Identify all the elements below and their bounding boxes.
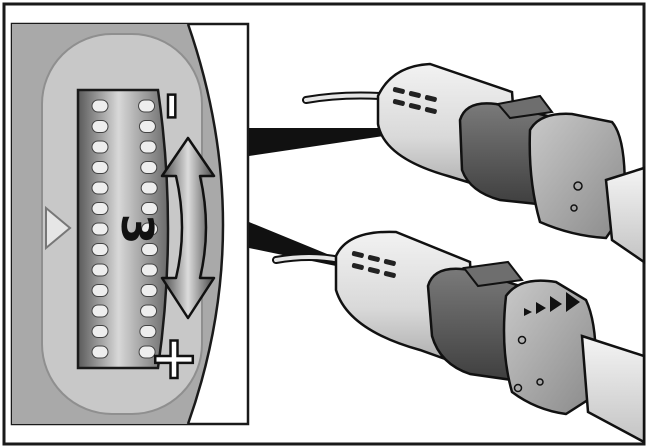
thumbwheel-ridge: [138, 120, 156, 133]
thumbwheel-ridge: [139, 325, 157, 338]
thumbwheel-ridge: [138, 345, 156, 359]
detail-panel: 3 – +: [10, 22, 250, 426]
tool-top-vents: [392, 87, 437, 114]
speed-setting-number: 3: [111, 214, 162, 245]
thumbwheel-ridge: [91, 120, 109, 133]
speed-thumbwheel[interactable]: 3: [76, 88, 170, 370]
thumbwheel-ridge: [91, 243, 109, 256]
tool-bottom: [272, 230, 646, 445]
thumbwheel-body[interactable]: [76, 88, 170, 370]
thumbwheel-ridge: [91, 304, 109, 318]
thumbwheel-ridge: [91, 140, 109, 154]
pointer-wedge-top: [249, 128, 384, 156]
thumbwheel-ridge: [140, 304, 158, 318]
thumbwheel-ridge: [140, 181, 158, 195]
thumbwheel-ridge: [91, 284, 109, 297]
thumbwheel-ridge: [91, 222, 109, 236]
plus-icon: +: [149, 323, 199, 393]
minus-icon: –: [142, 92, 210, 121]
tool-bottom-vents: [351, 251, 396, 278]
thumbwheel-ridge: [91, 99, 109, 113]
housing-edge: [186, 23, 225, 425]
tool-top-spindle: [604, 166, 646, 265]
tool-bottom-spindle: [580, 334, 646, 445]
thumbwheel-ridge: [91, 181, 109, 195]
thumbwheel-ridge: [140, 161, 158, 174]
triangle-marker-icon: [45, 205, 72, 251]
thumbwheel-ridges: [91, 99, 159, 359]
tool-top: [302, 62, 646, 265]
double-arrow-icon: [160, 136, 216, 320]
thumbwheel-ridge: [91, 202, 109, 215]
thumbwheel-ridge: [138, 99, 156, 113]
thumbwheel-ridge: [140, 202, 158, 215]
thumbwheel-ridge: [141, 222, 159, 236]
thumbwheel-ridge: [141, 243, 159, 256]
thumbwheel-ridge: [140, 284, 158, 297]
thumbwheel-ridge: [91, 345, 109, 359]
thumbwheel-ridge: [91, 263, 109, 277]
thumbwheel-ridge: [139, 140, 157, 154]
thumbwheel-ridge: [91, 325, 109, 338]
thumbwheel-ridge: [91, 161, 109, 174]
thumbwheel-ridge: [140, 263, 158, 277]
tool-bottom-speed-marks: [524, 292, 580, 316]
